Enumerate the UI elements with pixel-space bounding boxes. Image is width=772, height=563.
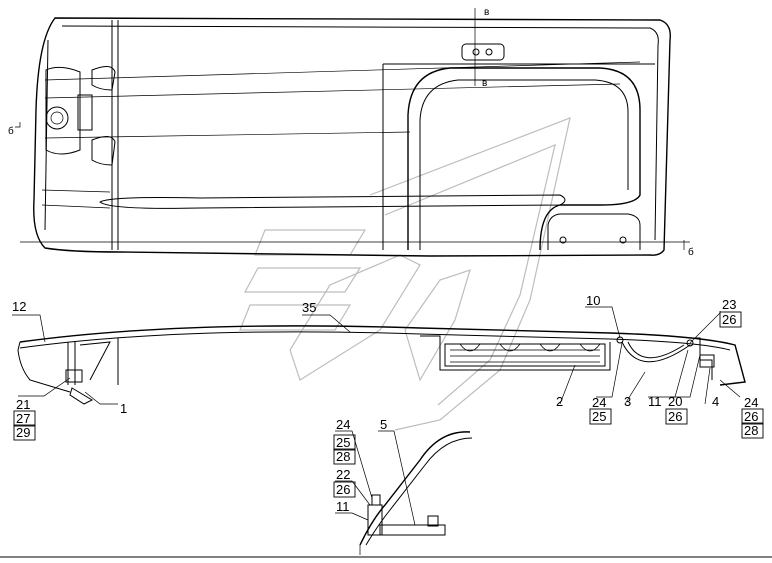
callout-11a: 11 [648,394,662,409]
callout-26c: 26 [744,409,758,424]
callout-26b: 26 [668,409,682,424]
callout-23: 23 [722,297,736,312]
callout-35: 35 [302,300,316,315]
section-mark-b-right: б [688,246,694,258]
callout-10: 10 [586,293,600,308]
callout-26a: 26 [722,312,736,327]
callout-29: 29 [16,425,30,440]
callout-5: 5 [380,417,387,432]
detail-view [359,431,473,555]
callout-25a: 25 [592,409,606,424]
callout-1: 1 [120,401,127,416]
callout-2: 2 [556,394,563,409]
callout-27: 27 [16,411,30,426]
callout-24c: 24 [336,417,350,432]
section-mark-v-mid: в [482,78,487,89]
callout-26d: 26 [336,482,350,497]
section-mark-b-left: б [8,125,14,137]
callout-20: 20 [668,394,682,409]
callout-4: 4 [712,394,719,409]
section-marks: в в б б [8,7,694,258]
section-mark-v-top: в [484,7,489,18]
callout-25b: 25 [336,435,350,450]
roof-top-view [15,8,690,257]
callout-24b: 24 [744,395,758,410]
watermark-logo [239,117,571,431]
callout-28a: 28 [744,423,758,438]
callout-labels: 12 35 10 23 26 21 27 29 1 2 24 25 3 11 2… [12,293,764,514]
callout-12: 12 [12,299,26,314]
callout-28b: 28 [336,449,350,464]
callout-3: 3 [624,394,631,409]
callout-21: 21 [16,397,30,412]
callout-11b: 11 [336,499,350,514]
callout-24a: 24 [592,395,606,410]
roof-section-view [17,325,746,405]
callout-22: 22 [336,467,350,482]
